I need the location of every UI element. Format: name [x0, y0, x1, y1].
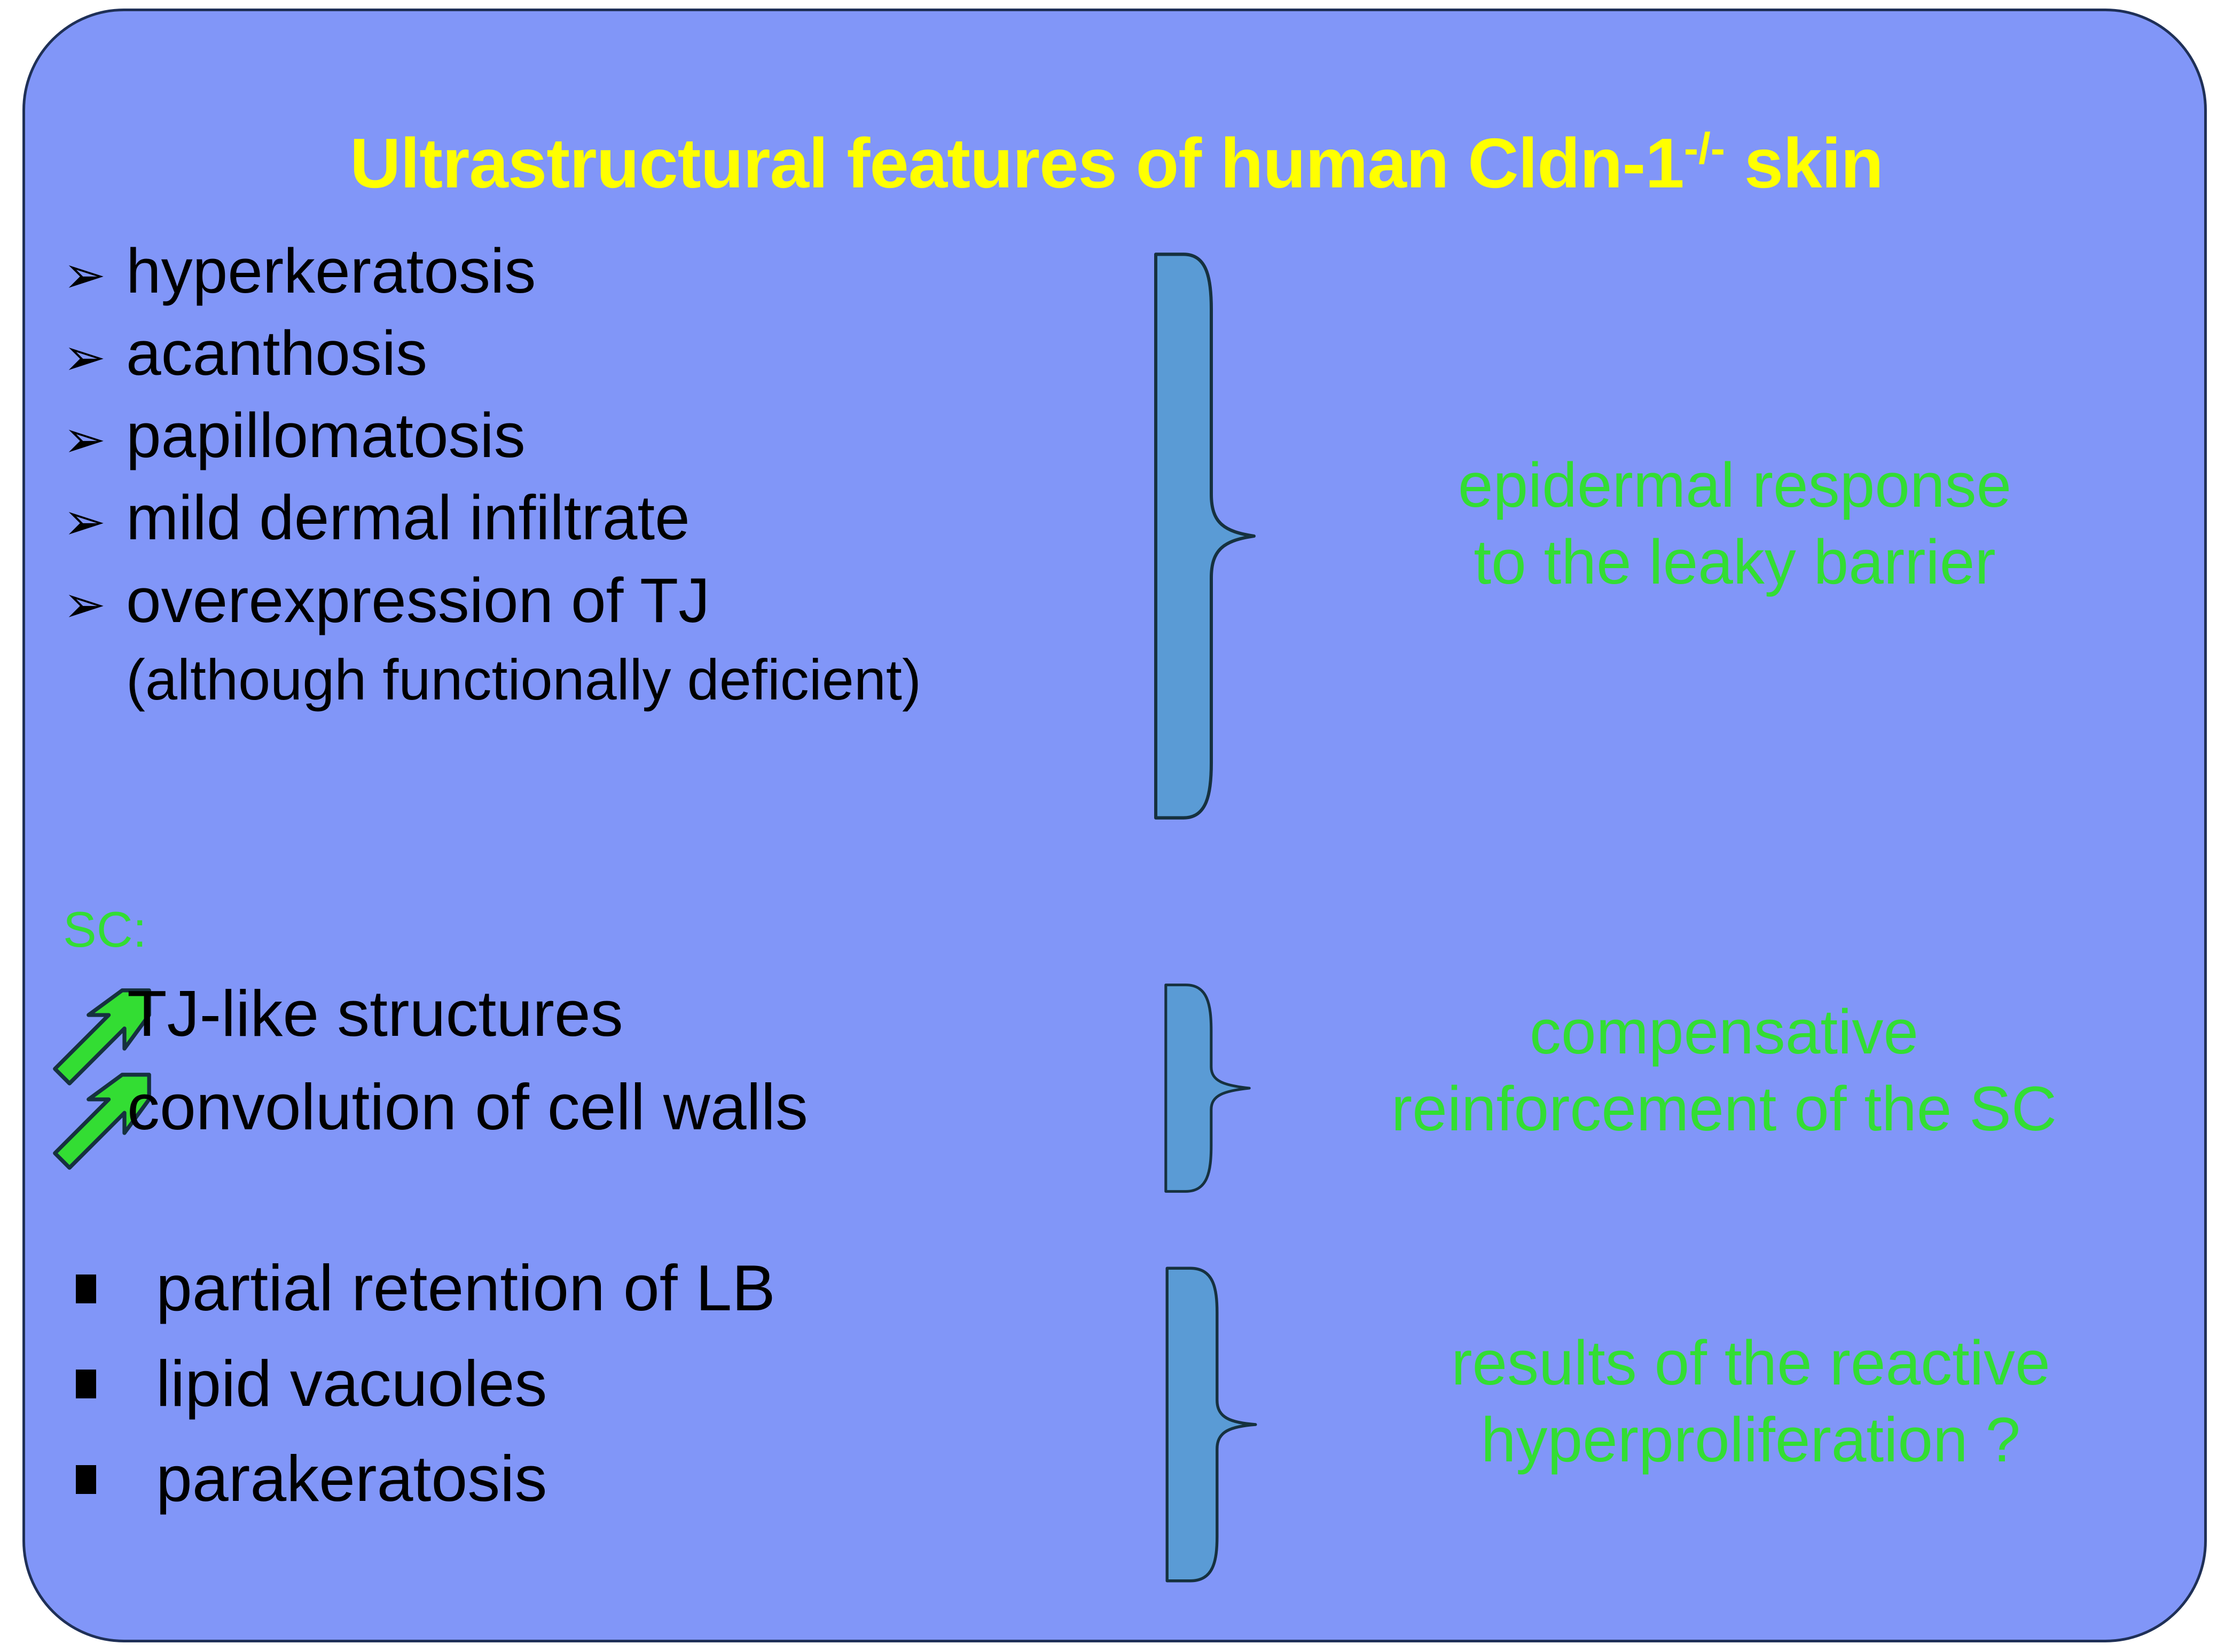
sc-section-label: SC:: [63, 901, 147, 957]
list-item-label: mild dermal infiltrate: [126, 483, 690, 554]
list-item-label: acanthosis: [126, 318, 428, 389]
callout-reactive-hyperproliferation: results of the reactive hyperproliferati…: [1307, 1325, 2194, 1479]
callout-line: reinforcement of the SC: [1391, 1073, 2057, 1144]
callout-line: to the leaky barrier: [1474, 526, 1996, 597]
up-right-arrow-icon: [53, 1073, 151, 1170]
slide-panel: [22, 9, 2207, 1642]
list-item-subnote: (although functionally deficient): [126, 647, 921, 712]
list-item-label: hyperkeratosis: [126, 236, 536, 306]
list-item-label: parakeratosis: [156, 1442, 547, 1515]
curly-brace-epidermal: [1154, 253, 1256, 820]
list-item: lipid vacuoles: [76, 1347, 775, 1420]
list-item: ➢ acanthosis: [63, 318, 921, 389]
square-bullet-icon: [76, 1448, 156, 1511]
callout-line: hyperproliferation ?: [1480, 1404, 2021, 1475]
page-title: Ultrastructural features of human Cldn-1…: [0, 127, 2233, 199]
callout-line: epidermal response: [1458, 450, 2012, 521]
list-item-label: papillomatosis: [126, 400, 526, 471]
sc-feature-list: TJ-like structures convolution of cell w…: [127, 977, 808, 1163]
callout-compensative-reinforcement: compensative reinforcement of the SC: [1265, 994, 2183, 1148]
list-item: convolution of cell walls: [127, 1071, 808, 1144]
arrowhead-bullet-icon: ➢: [63, 327, 106, 388]
callout-epidermal-response: epidermal response to the leaky barrier: [1318, 447, 2151, 601]
arrowhead-bullet-icon: ➢: [63, 245, 106, 305]
curly-brace-compensative: [1164, 984, 1251, 1193]
arrowhead-bullet-icon: ➢: [63, 574, 106, 634]
square-bullet-icon: [76, 1257, 156, 1320]
list-item: parakeratosis: [76, 1442, 775, 1515]
epidermal-feature-list: ➢ hyperkeratosis ➢ acanthosis ➢ papillom…: [63, 236, 921, 712]
list-item-label: convolution of cell walls: [127, 1070, 808, 1143]
arrowhead-bullet-icon: ➢: [63, 410, 106, 470]
list-item: ➢ mild dermal infiltrate: [63, 483, 921, 553]
callout-line: results of the reactive: [1451, 1328, 2050, 1398]
page-title-trail: skin: [1725, 124, 1884, 202]
list-item-label: partial retention of LB: [156, 1252, 775, 1324]
page-title-superscript: -/-: [1683, 124, 1726, 173]
results-feature-list: partial retention of LB lipid vacuoles p…: [76, 1252, 775, 1538]
list-item: ➢ overexpression of TJ: [63, 565, 921, 636]
square-bullet-icon: [76, 1353, 156, 1416]
list-item: TJ-like structures: [127, 977, 808, 1050]
list-item-label: TJ-like structures: [127, 977, 623, 1050]
up-right-arrow-icon: [53, 988, 151, 1085]
list-item: ➢ hyperkeratosis: [63, 236, 921, 306]
arrowhead-bullet-icon: ➢: [63, 492, 106, 552]
callout-line: compensative: [1529, 997, 1919, 1067]
list-item-label: lipid vacuoles: [156, 1347, 547, 1420]
page-title-lead: Ultrastructural features of human Cldn-1: [350, 124, 1684, 202]
list-item: ➢ papillomatosis: [63, 400, 921, 471]
list-item: partial retention of LB: [76, 1252, 775, 1325]
list-item-label: overexpression of TJ: [126, 565, 710, 636]
curly-brace-results: [1165, 1266, 1257, 1583]
